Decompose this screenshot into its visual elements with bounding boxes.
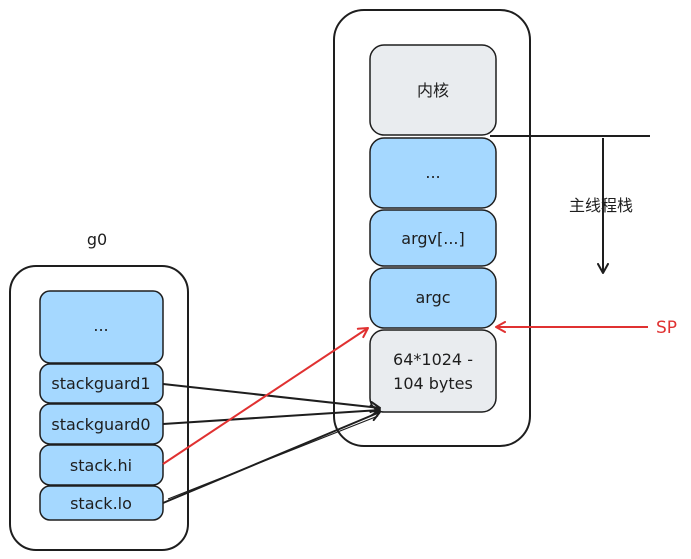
stack-cell-argc: argc	[369, 267, 497, 329]
g0-field-stackguard0-text: stackguard0	[51, 415, 150, 434]
main-thread-stack-label: 主线程栈	[569, 196, 633, 215]
stack-cell-ellipsis: ...	[369, 137, 497, 209]
g0-field-ellipsis-text: ...	[93, 316, 108, 335]
g0-field-stackguard0: stackguard0	[39, 403, 164, 445]
stack-cell-reserved: 64*1024 - 104 bytes	[369, 329, 497, 413]
stack-cell-reserved-line2: 104 bytes	[393, 374, 473, 393]
kernel-cell-text: 内核	[417, 81, 449, 100]
g0-field-stack-hi-text: stack.hi	[70, 456, 132, 475]
main-stack: 内核 ... argv[...] argc 64*1024 - 104 byte…	[333, 9, 531, 447]
stack-cell-argv: argv[...]	[369, 209, 497, 267]
sp-label: SP	[656, 318, 677, 338]
g0-field-ellipsis: ...	[39, 290, 164, 364]
kernel-cell: 内核	[369, 44, 497, 136]
stack-cell-argv-text: argv[...]	[401, 229, 464, 248]
stack-cell-ellipsis-text: ...	[425, 163, 440, 182]
g0-container	[9, 265, 189, 551]
arrow-stack-lo-sketch-line	[167, 415, 379, 500]
g0-struct: g0 ... stackguard1 stackguard0 stack.hi …	[9, 230, 189, 551]
arrow-stack-hi-to-stack	[162, 327, 369, 465]
g0-label: g0	[87, 230, 107, 249]
g0-field-stackguard1-text: stackguard1	[51, 374, 150, 393]
g0-field-stackguard1: stackguard1	[39, 363, 164, 404]
g0-field-stack-lo: stack.lo	[39, 485, 164, 521]
stack-cell-argc-text: argc	[415, 288, 450, 307]
g0-field-stack-hi: stack.hi	[39, 444, 164, 486]
g0-field-stack-lo-text: stack.lo	[70, 494, 132, 513]
arrow-stackguard1-to-stack	[162, 383, 381, 413]
main-stack-container	[333, 9, 531, 447]
arrow-stackguard0-to-stack	[162, 404, 381, 425]
stack-cell-reserved-line1: 64*1024 -	[393, 350, 473, 369]
